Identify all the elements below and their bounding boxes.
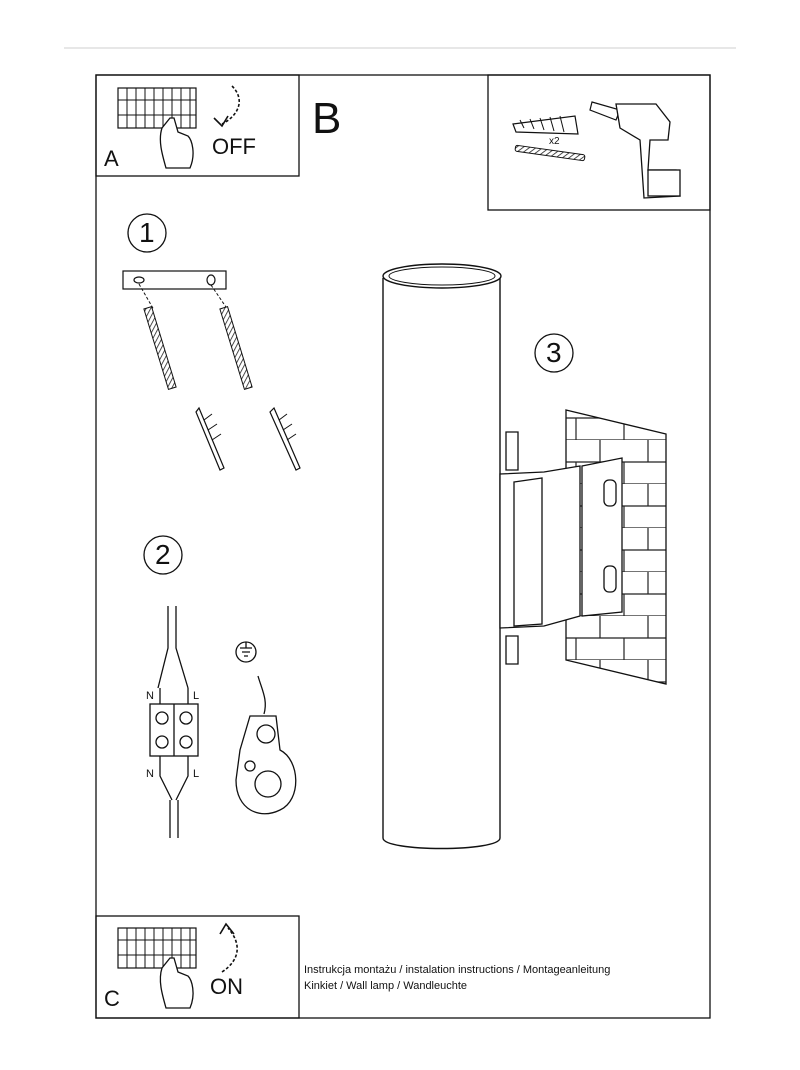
step-3-circle — [534, 333, 574, 373]
wire-live-top-label: L — [193, 690, 200, 702]
earth-connector-icon — [235, 641, 297, 815]
step-1-number: 1 — [139, 217, 155, 248]
footer-title: Instrukcja montażu / instalation instruc… — [304, 964, 611, 976]
panel-c-box — [95, 915, 300, 1019]
step-2-circle — [143, 535, 183, 575]
wall-plug-icon — [512, 115, 579, 135]
breaker-off-icon — [117, 87, 197, 169]
footer-product: Kinkiet / Wall lamp / Wandleuchte — [304, 980, 468, 992]
breaker-on-icon — [117, 927, 197, 1009]
panel-c-action: ON — [210, 974, 243, 999]
wire-neutral-top-label: N — [146, 690, 154, 702]
step-2-number: 2 — [155, 539, 171, 570]
panel-b-letter: B — [312, 94, 342, 143]
step-3-number: 3 — [546, 337, 562, 368]
panel-tools-box — [487, 74, 711, 211]
outer-frame — [95, 74, 711, 1019]
arrow-down-icon — [221, 85, 241, 125]
panel-a-letter: A — [104, 146, 119, 171]
arrow-up-icon — [221, 927, 238, 973]
drilled-hole-left-icon — [138, 283, 225, 471]
wall-lamp-tube-icon — [382, 263, 502, 850]
drill-icon — [589, 101, 681, 199]
tools-quantity: x2 — [549, 136, 560, 147]
drilled-hole-right-icon — [210, 284, 301, 471]
mounting-template — [122, 270, 227, 290]
screw-icon — [514, 144, 586, 162]
step-1-circle — [127, 213, 167, 253]
panel-a-box — [95, 74, 300, 177]
wire-live-bottom-label: L — [193, 768, 200, 780]
mounting-bracket-icon — [499, 431, 623, 665]
panel-a-action: OFF — [212, 134, 256, 159]
panel-c-letter: C — [104, 986, 120, 1011]
wire-neutral-bottom-label: N — [146, 768, 154, 780]
terminal-block-icon — [149, 606, 199, 838]
